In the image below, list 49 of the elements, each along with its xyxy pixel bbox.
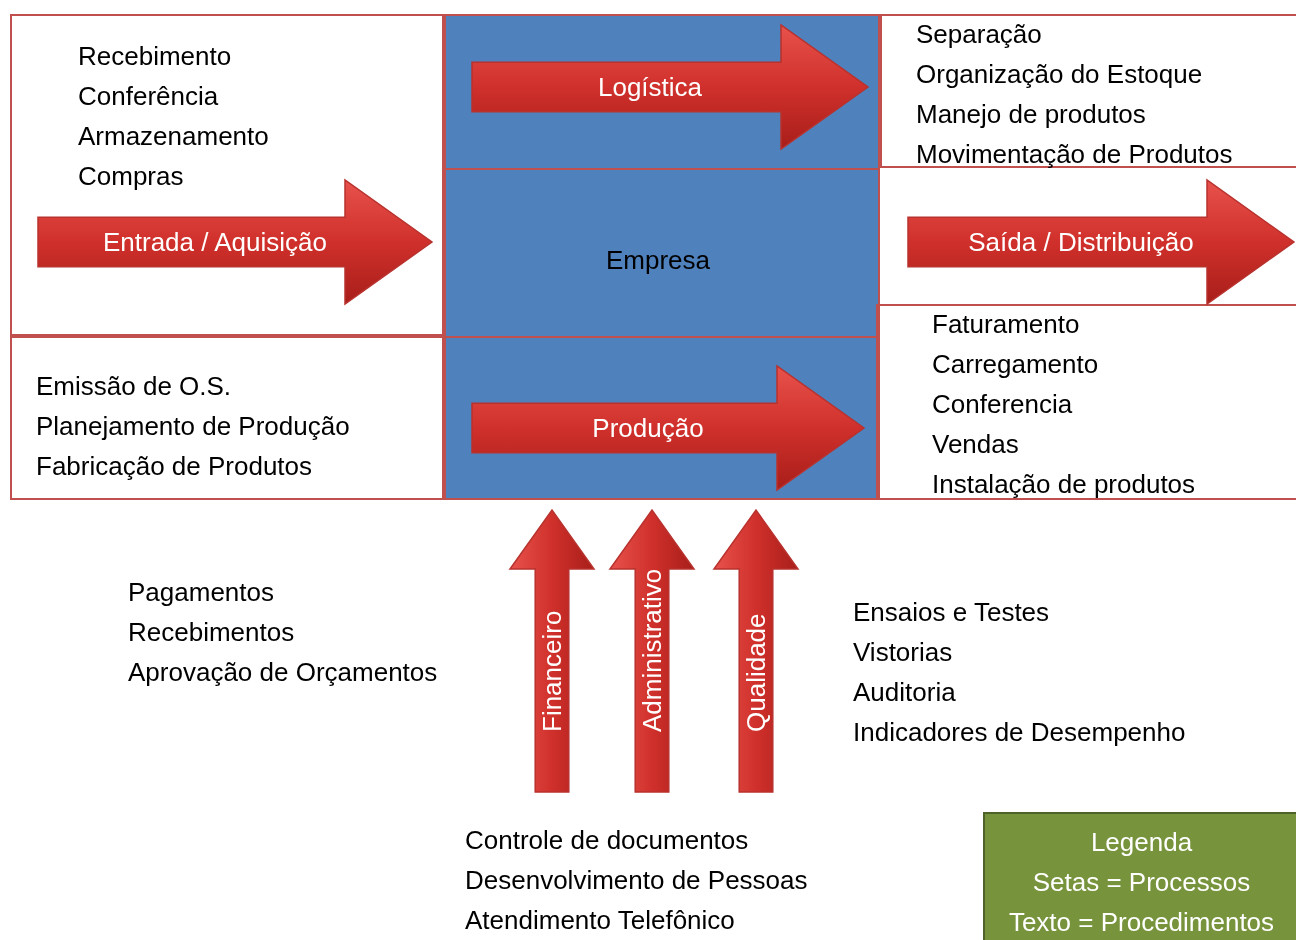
procedure-text: Fabricação de Produtos bbox=[36, 450, 313, 483]
procedure-text: Carregamento bbox=[932, 348, 1099, 381]
procedure-text: Manejo de produtos bbox=[916, 98, 1146, 131]
procedure-text: Separação bbox=[916, 18, 1042, 51]
procedure-text: Emissão de O.S. bbox=[36, 370, 232, 403]
procedure-text: Armazenamento bbox=[78, 120, 269, 153]
block-arrow bbox=[712, 508, 800, 793]
block-arrow bbox=[471, 23, 870, 151]
legend-title: Legenda bbox=[1089, 826, 1194, 859]
procedure-text: Vistorias bbox=[853, 636, 953, 669]
procedure-text: Movimentação de Produtos bbox=[916, 138, 1233, 171]
procedure-text: Organização do Estoque bbox=[916, 58, 1203, 91]
procedure-text: Recebimento bbox=[78, 40, 232, 73]
edge-label: Logística bbox=[597, 71, 703, 103]
block-arrow bbox=[471, 364, 866, 492]
edge-label: Administrativo bbox=[636, 568, 668, 732]
procedure-text: Recebimentos bbox=[128, 616, 295, 649]
procedure-text: Indicadores de Desempenho bbox=[853, 716, 1186, 749]
legend-entry: Setas = Processos bbox=[1031, 866, 1252, 899]
procedure-text: Desenvolvimento de Pessoas bbox=[465, 864, 808, 897]
procedure-text: Compras bbox=[78, 160, 184, 193]
block-arrow bbox=[37, 178, 434, 306]
procedure-text: Atendimento Telefônico bbox=[465, 904, 735, 937]
edge-label: Produção bbox=[592, 412, 704, 444]
procedure-text: Instalação de produtos bbox=[932, 468, 1196, 501]
block-arrow bbox=[907, 178, 1296, 306]
procedure-text: Aprovação de Orçamentos bbox=[128, 656, 438, 689]
edge-label: Saída / Distribuição bbox=[968, 226, 1194, 258]
procedure-text: Planejamento de Produção bbox=[36, 410, 350, 443]
procedure-text: Faturamento bbox=[932, 308, 1080, 341]
legend-box bbox=[983, 812, 1296, 940]
edge-label: Financeiro bbox=[536, 610, 568, 732]
process-panel bbox=[880, 14, 1296, 168]
process-panel bbox=[876, 304, 1296, 500]
procedure-text: Conferência bbox=[78, 80, 219, 113]
process-panel bbox=[10, 336, 444, 500]
procedure-text: Controle de documentos bbox=[465, 824, 749, 857]
procedure-text: Auditoria bbox=[853, 676, 956, 709]
procedure-text: Vendas bbox=[932, 428, 1019, 461]
edge-label: Qualidade bbox=[740, 613, 772, 732]
company-label: Empresa bbox=[606, 244, 711, 277]
legend-entry: Texto = Procedimentos bbox=[1007, 906, 1276, 939]
procedure-text: Ensaios e Testes bbox=[853, 596, 1050, 629]
block-arrow bbox=[608, 508, 696, 793]
procedure-text: Conferencia bbox=[932, 388, 1073, 421]
procedure-text: Pagamentos bbox=[128, 576, 274, 609]
process-panel bbox=[10, 14, 444, 336]
block-arrow bbox=[508, 508, 596, 793]
edge-label: Entrada / Aquisição bbox=[103, 226, 327, 258]
